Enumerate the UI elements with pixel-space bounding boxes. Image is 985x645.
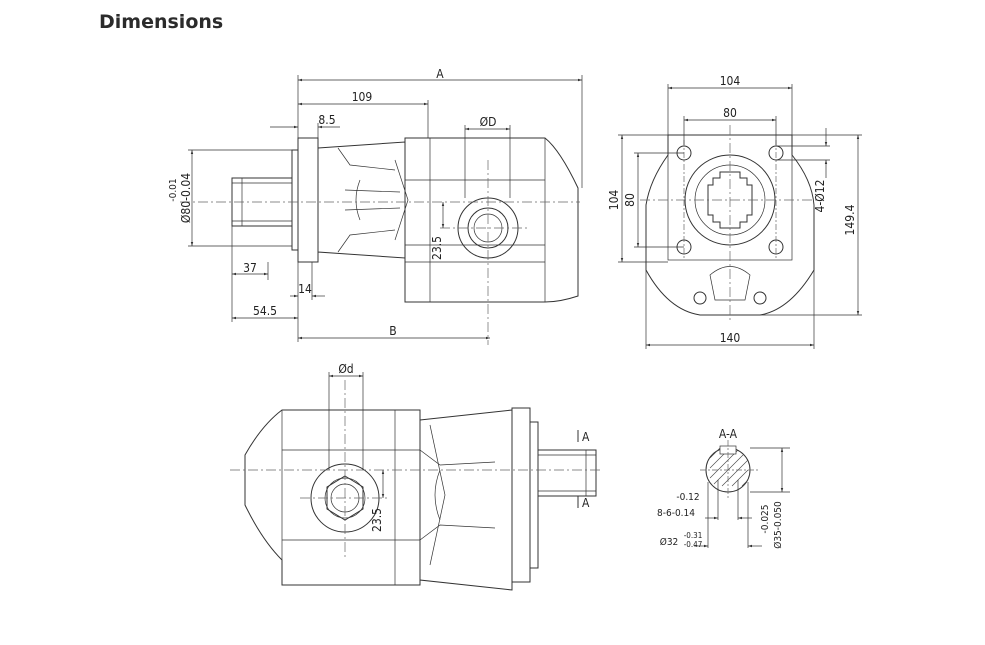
- section-label: A-A: [719, 427, 738, 441]
- dim-b: B: [389, 324, 396, 338]
- dim-37: 37: [243, 261, 257, 275]
- section-a-a: A-A -0.12 8-6-0.14 Ø32 -0.31 -0.47 -0.02…: [657, 427, 790, 549]
- dim-14: 14: [298, 282, 312, 296]
- section-marker-a-top: A: [582, 430, 590, 444]
- dim-104-left: 104: [607, 190, 621, 211]
- front-view: 104 80 104 80 4-Ø12 149.4 140: [607, 74, 862, 349]
- dim-80-left: 80: [623, 193, 637, 207]
- dim-phi80: Ø80-0.04: [179, 173, 193, 223]
- dim-a: A: [436, 67, 444, 81]
- section-marker-a-bottom: A: [582, 496, 590, 510]
- dim-8-5: 8.5: [318, 113, 335, 127]
- dim-port-small-d: Ød: [338, 362, 353, 376]
- page-title: Dimensions: [99, 11, 224, 33]
- dim-23-5-top: 23.5: [370, 508, 384, 532]
- dim-spline-tol: -0.12: [676, 492, 699, 503]
- dim-104-top: 104: [720, 74, 741, 88]
- dim-4-phi12: 4-Ø12: [813, 180, 827, 213]
- dim-80-top: 80: [723, 106, 737, 120]
- dim-shaft-diameter: Ø35-0.050: [772, 501, 784, 549]
- dim-minor-tol-upper: -0.31: [684, 531, 703, 540]
- dim-109: 109: [352, 90, 373, 104]
- side-view: A 109 8.5 ØD 23.5 Ø80-0.04 -0.01 37: [168, 67, 583, 345]
- dim-minor-tol-lower: -0.47: [684, 540, 703, 549]
- dim-23-5-side: 23.5: [430, 236, 444, 260]
- dim-phi80-tol: -0.01: [168, 178, 179, 201]
- dim-spline-spec: 8-6-0.14: [657, 508, 695, 519]
- dim-54-5: 54.5: [253, 304, 277, 318]
- dim-149-4: 149.4: [843, 204, 857, 235]
- dim-minor-diameter: Ø32: [660, 536, 679, 548]
- dim-port-d: ØD: [480, 115, 497, 129]
- top-view: Ød 23.5 A A: [230, 362, 600, 591]
- dim-140: 140: [720, 331, 741, 345]
- dim-shaft-tol-upper: -0.025: [760, 505, 771, 534]
